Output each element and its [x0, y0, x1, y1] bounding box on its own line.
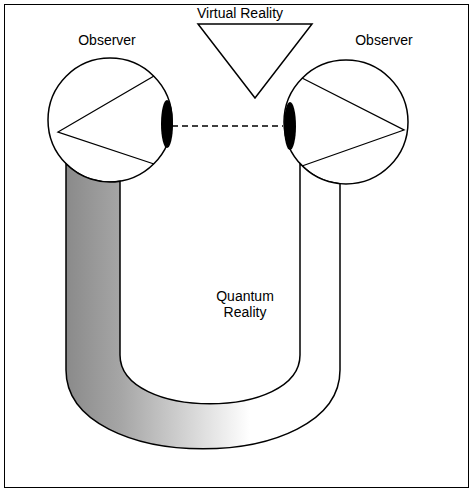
- observer-eye-outline: [48, 28, 172, 184]
- node-label: Observer: [354, 32, 414, 48]
- observer-eye: Observer: [283, 28, 420, 186]
- eye-lens-lines: [58, 76, 154, 164]
- quantum-band-outline: [66, 150, 342, 462]
- observer-eye: Observer: [48, 28, 172, 184]
- frame: [5, 5, 469, 488]
- virtual-reality-triangle: Virtual Reality: [190, 4, 320, 100]
- observer-eye-outline: [283, 28, 420, 186]
- node-label: Quantum Reality: [204, 288, 286, 320]
- u-band: [66, 164, 340, 449]
- quantum-band: Quantum Reality: [66, 150, 342, 462]
- eye-lens-lines: [302, 78, 404, 166]
- node-label: Observer: [77, 32, 137, 48]
- sight-line: [172, 125, 283, 126]
- node-label: Virtual Reality: [196, 5, 284, 21]
